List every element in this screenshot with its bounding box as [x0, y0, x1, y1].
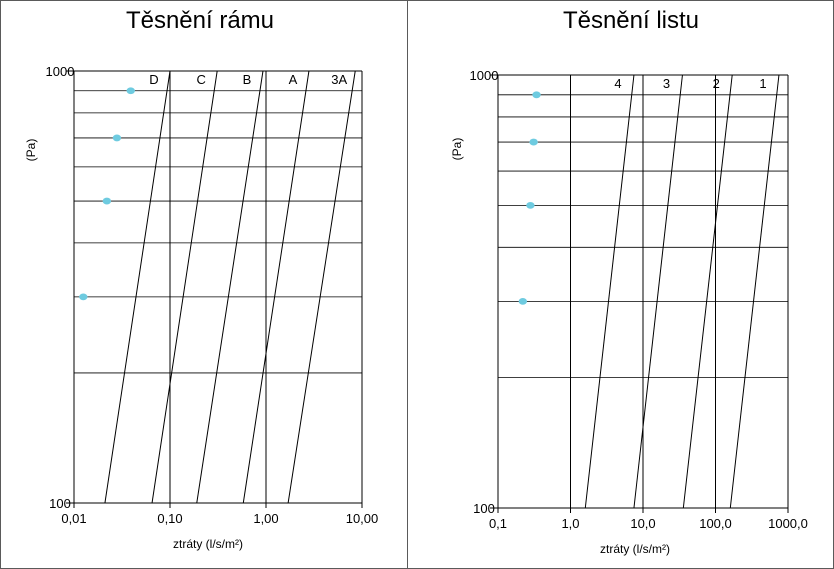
data-point — [112, 134, 122, 142]
data-point — [532, 91, 541, 99]
class-line — [287, 70, 356, 504]
class-line — [729, 74, 780, 509]
class-line — [104, 70, 171, 504]
y-axis-label: (Pa) — [24, 139, 38, 162]
y-axis-label: (Pa) — [450, 138, 464, 161]
class-line-label: 2 — [713, 76, 720, 91]
x-tick-label: 10,00 — [346, 511, 379, 526]
class-line — [242, 70, 310, 504]
chart-title: Těsnění rámu — [126, 7, 274, 34]
y-tick-label: 100 — [49, 496, 71, 511]
x-tick-label: 0,01 — [61, 511, 86, 526]
class-line — [196, 70, 264, 504]
x-tick-label: 1000,0 — [768, 516, 808, 531]
y-tick-label: 1000 — [46, 64, 75, 79]
class-line-label: C — [196, 72, 205, 87]
x-tick-label: 100,0 — [699, 516, 732, 531]
chart-title: Těsnění listu — [563, 7, 699, 34]
x-tick-label: 1,0 — [561, 516, 579, 531]
data-point — [526, 201, 535, 209]
class-line-label: A — [289, 72, 298, 87]
y-tick-label: 100 — [473, 501, 495, 516]
class-line-label: 3A — [331, 72, 347, 87]
data-point — [126, 87, 135, 95]
x-tick-label: 0,1 — [489, 516, 507, 531]
class-line-label: 3 — [663, 76, 670, 91]
x-tick-label: 1,00 — [253, 511, 278, 526]
class-line-label: 4 — [614, 76, 621, 91]
x-tick-label: 10,0 — [630, 516, 655, 531]
class-line — [151, 70, 218, 504]
x-axis-label: ztráty (l/s/m²) — [173, 537, 243, 551]
data-point — [102, 197, 112, 205]
data-point — [518, 298, 528, 305]
class-line-label: 1 — [759, 76, 766, 91]
class-line — [584, 74, 635, 509]
data-point — [529, 138, 538, 146]
plot-area: 0,1 1,0 10,0 100,0 1000,0 100 1000 4 3 2 1 — [470, 68, 808, 531]
y-tick-label: 1000 — [470, 68, 499, 83]
class-line — [633, 74, 683, 509]
class-line — [682, 74, 733, 509]
class-line-label: D — [149, 72, 158, 87]
x-axis-label: ztráty (l/s/m²) — [600, 542, 670, 556]
chart-tesneni-listu: Těsnění listu (Pa) ztráty (l/s/m²) 0,1 1,… — [450, 7, 808, 556]
data-point — [79, 293, 88, 301]
x-tick-label: 0,10 — [157, 511, 182, 526]
class-line-label: B — [243, 72, 252, 87]
